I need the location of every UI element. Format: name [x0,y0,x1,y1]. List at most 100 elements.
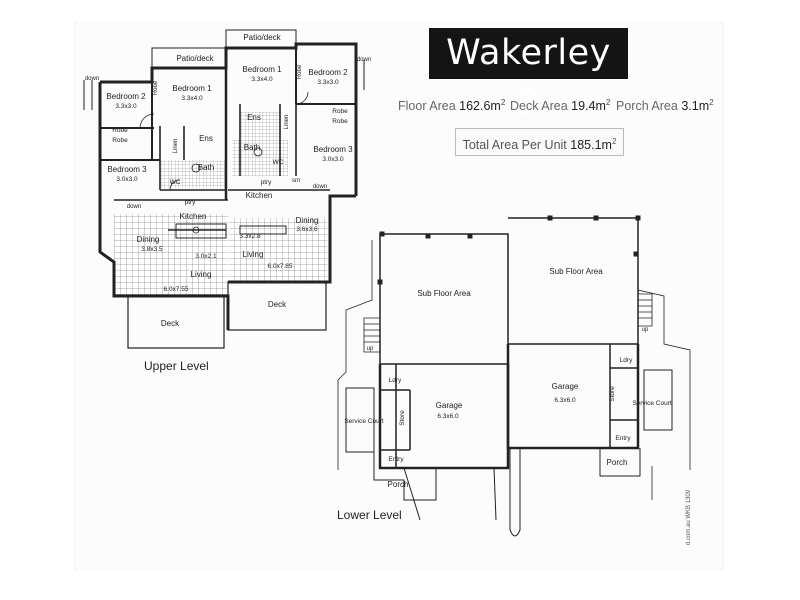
label-garage-right: Garage [552,382,579,391]
label-entry-right: Entry [615,435,631,442]
label-living-right-dim: 6.0x7.85 [268,263,293,270]
bath-tiles [160,160,226,188]
upper-level-labels: Patio/deck Patio/deck Bedroom 2 3.3x3.0 … [85,33,371,328]
left-subfloor-outline [379,233,509,365]
label-living-left-dim: 6.0x7.55 [164,286,189,293]
wet-area-walls [159,104,297,191]
label-down-2: down [357,57,371,63]
column-1 [379,231,385,237]
total-area-value: 185.1m [570,138,612,153]
label-bed3-right: Bedroom 3 [313,145,353,154]
label-service-court-right: Service Court [632,400,672,407]
plan-title: Wakerley B [446,33,611,123]
label-dining-right: Dining [296,216,319,225]
label-bed2-right-dim: 3.3x3.0 [317,79,339,86]
label-wc-right: WC [273,159,284,166]
label-bath-right: Bath [244,143,260,152]
label-ptry-left: ptry [185,199,197,206]
label-bed3-left-dim: 3.0x3.0 [116,176,138,183]
right-stairs [637,293,653,327]
porch-left-outline [373,452,437,501]
label-ldry-left: Ldry [389,377,402,384]
column-4 [547,215,553,221]
porch-area-label: Porch Area [616,99,678,114]
floor-area-value: 162.6m [459,99,501,114]
basin-2 [253,147,263,157]
upper-level-caption: Upper Level [144,359,209,373]
label-up-right: up [642,327,649,333]
column-7 [377,279,383,285]
upper-level-plan [83,29,365,349]
label-patio-left: Patio/deck [176,54,214,63]
column-2 [425,233,431,239]
left-patio [151,47,227,69]
total-area-label: Total Area Per Unit [462,138,567,153]
door-swing-1 [139,113,155,129]
left-deck [127,295,225,349]
label-robe-2: Robe [112,137,128,144]
porch-area: Porch Area 3.1m2 [616,98,714,113]
top-patio [225,29,297,49]
label-dim-328: 3.3x2.8 [239,233,261,240]
label-store-right: Store [609,386,616,402]
column-3 [467,233,473,239]
label-ens-right: Ens [247,113,261,122]
label-robe-3: Robe [332,108,348,115]
label-robe-4: Robe [332,118,348,125]
total-area: Total Area Per Unit 185.1m2 [456,129,623,158]
lower-level-plan [337,215,691,537]
floor-area: Floor Area 162.6m2 [398,98,505,113]
column-8 [633,251,639,257]
label-linen-1: Linen [173,139,179,154]
left-living-tiles [114,214,228,296]
label-living-right: Living [243,250,264,259]
right-deck [227,281,327,331]
kitchen-walls [114,189,330,231]
bench-outline [175,223,287,239]
label-bed1-right-dim: 3.3x4.0 [251,76,273,83]
label-dining-left-dim: 3.8x3.5 [141,246,163,253]
label-wc-left: WC [170,179,181,186]
label-ldry-right: Ldry [620,357,633,364]
ens-tiles [240,112,280,142]
basin-1 [191,163,201,173]
label-robe-6: Robe [297,64,303,79]
label-bed1-left-dim: 3.3x4.0 [181,95,203,102]
label-entry-left: Entry [388,456,404,463]
label-garage-left-dim: 6.3x6.0 [437,413,459,420]
label-garage-right-dim: 6.3x6.0 [554,397,576,404]
label-deck-right: Deck [268,300,287,309]
right-driveway [509,448,521,537]
stair-lines [83,60,365,110]
label-patio-top: Patio/deck [243,33,281,42]
left-boundary [337,240,373,470]
door-swing-3 [169,179,181,191]
porch-area-unit-sup: 2 [709,98,714,107]
label-down-1: down [85,76,99,82]
label-linen-2: Linen [284,115,290,130]
label-sm: sm [292,178,300,184]
label-garage-left: Garage [436,401,463,410]
floor-area-unit-sup: 2 [500,98,506,107]
bedroom-row-wall [100,44,356,161]
label-kitchen-right: Kitchen [246,191,273,200]
label-ptry-right: ptry [261,179,273,186]
deck-area-label: Deck Area [510,99,568,114]
label-porch-left: Porch [388,480,409,489]
deck-area-unit-sup: 2 [605,98,611,107]
label-bed2-right: Bedroom 2 [308,68,348,77]
bath-right-tiles [232,140,288,176]
label-up-left: up [367,346,374,352]
right-garage-outline [506,344,640,450]
title-banner: Wakerley B [429,28,628,123]
lower-level-caption: Lower Level [337,508,402,522]
label-bed1-right: Bedroom 1 [242,65,282,74]
label-living-left: Living [191,270,212,279]
label-bed2-left: Bedroom 2 [106,92,146,101]
label-subfloor-left: Sub Floor Area [417,289,471,298]
total-area-box: Total Area Per Unit 185.1m2 [455,128,624,156]
label-porch-right: Porch [607,458,628,467]
label-bath-left: Bath [198,163,214,172]
label-robe-5: Robe [153,80,159,95]
